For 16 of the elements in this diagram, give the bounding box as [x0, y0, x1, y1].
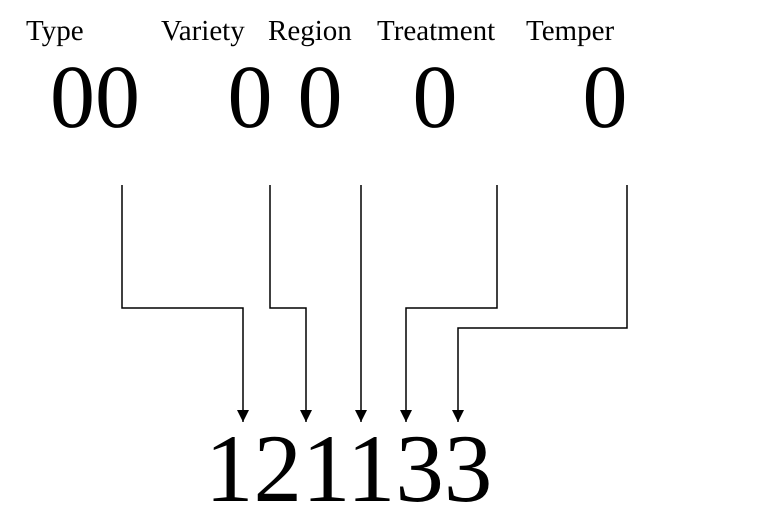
arrow	[452, 185, 628, 422]
field-heading: Variety	[161, 17, 245, 46]
code-digits: 0	[582, 53, 628, 143]
field-heading: Treatment	[377, 17, 496, 46]
code-digits: 0	[412, 53, 458, 143]
code-digits: 0	[228, 53, 272, 143]
field-heading: Region	[268, 17, 352, 46]
field-heading: Temper	[526, 17, 614, 46]
arrow	[269, 185, 312, 422]
code-number: 121133	[205, 420, 492, 517]
arrow	[121, 185, 249, 422]
arrow	[400, 185, 498, 422]
field-heading: Type	[26, 17, 84, 46]
code-digits: 00	[50, 53, 140, 143]
code-digits: 0	[298, 53, 342, 143]
arrow	[355, 185, 367, 422]
